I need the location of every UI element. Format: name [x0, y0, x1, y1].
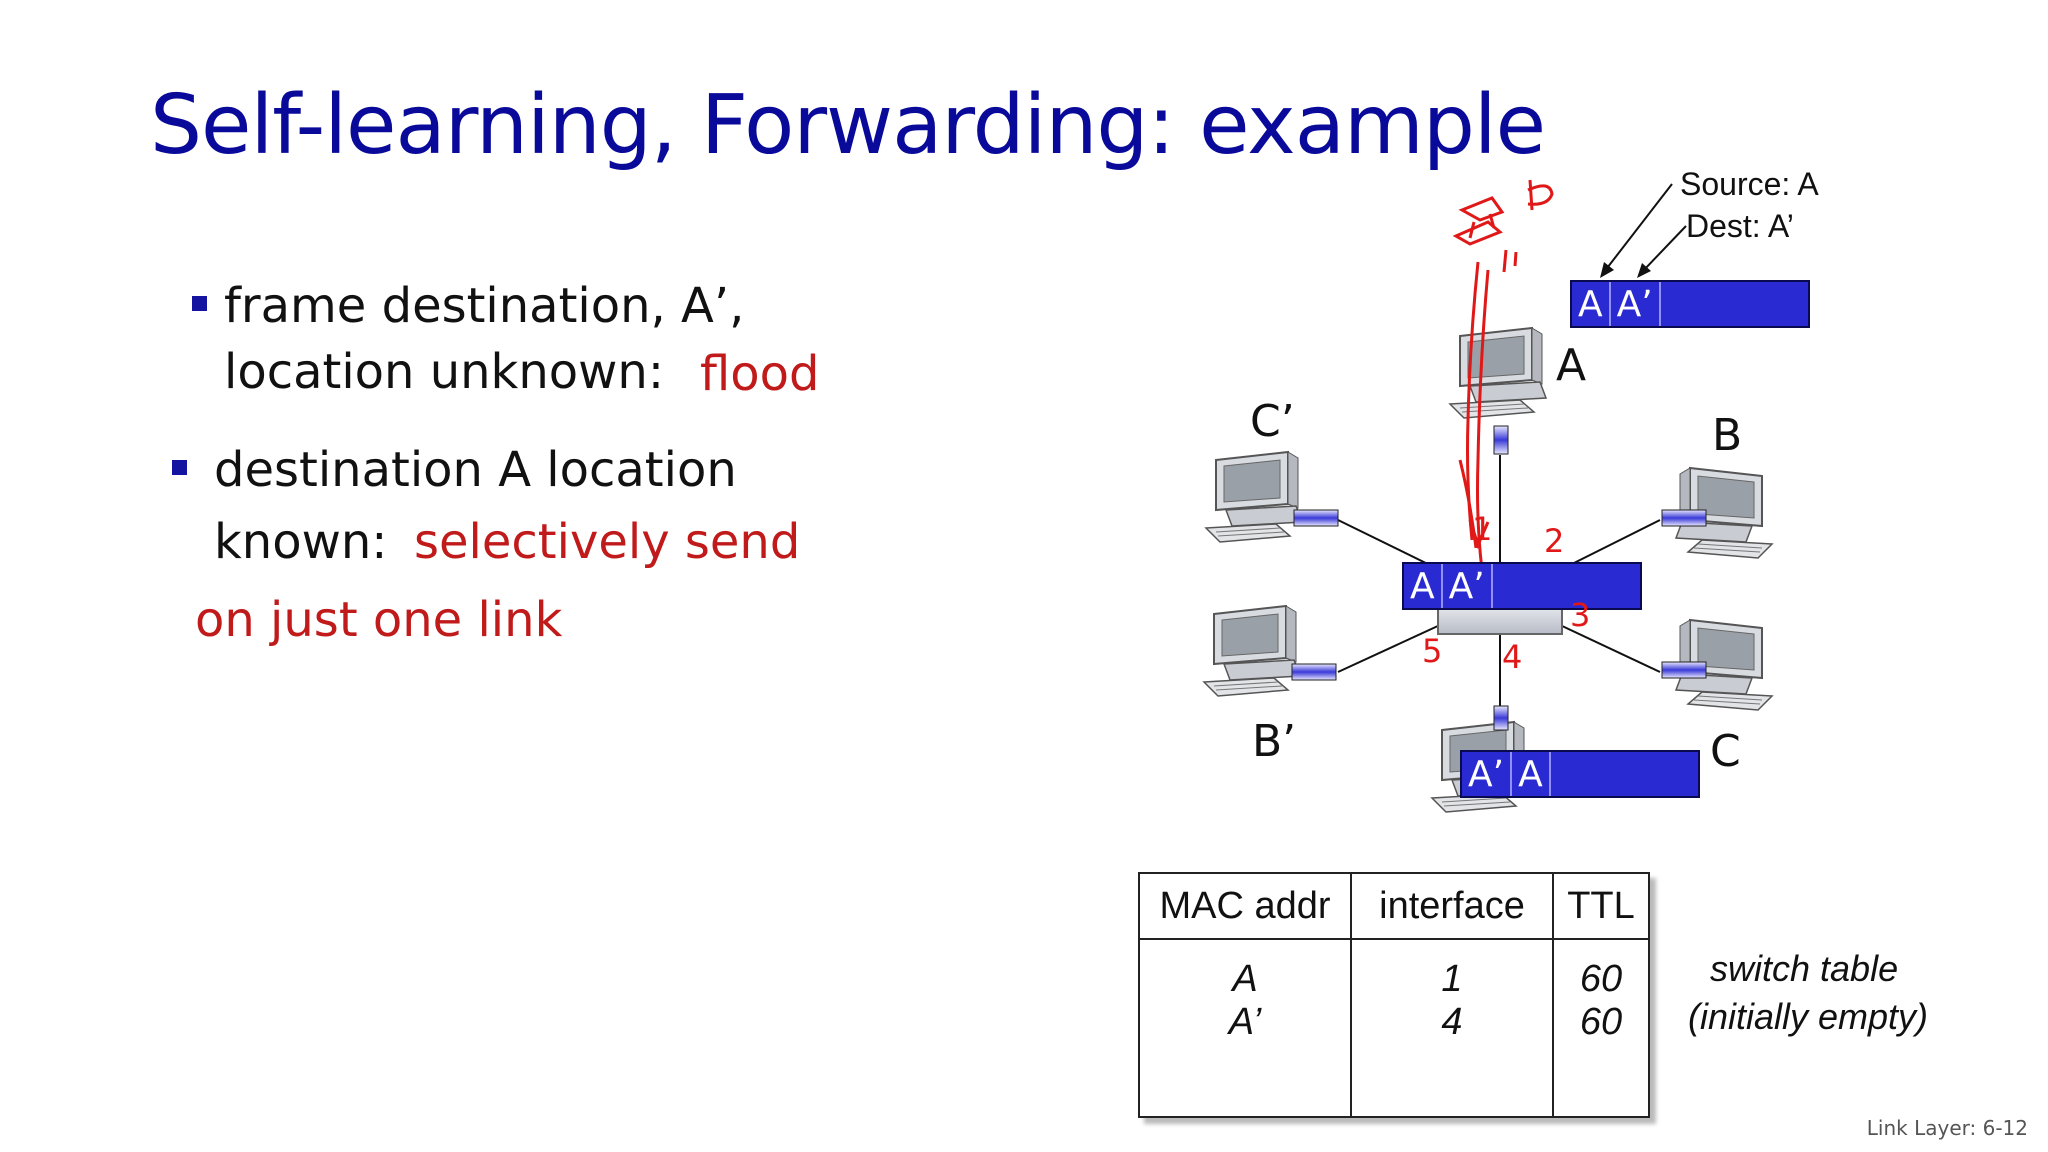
frame-top-dst: A’ — [1611, 282, 1661, 326]
bullet-square-icon — [172, 460, 187, 475]
frame-switch-dst: A’ — [1443, 564, 1493, 608]
table-cell-interface: 1 — [1441, 958, 1463, 1000]
table-col-mac: A A’ — [1138, 938, 1352, 1118]
frame-at-switch: A A’ — [1402, 562, 1642, 610]
table-header-mac: MAC addr — [1138, 872, 1352, 940]
frame-top: A A’ — [1570, 280, 1810, 328]
bullet-2-line-1: destination A location — [214, 442, 737, 498]
host-label-a: A — [1556, 340, 1587, 391]
table-col-ttl: 60 60 — [1552, 938, 1650, 1118]
host-b-prime-computer-icon — [1203, 605, 1301, 697]
switch-table-caption-line-2: (initially empty) — [1688, 996, 1929, 1037]
frame-bottom-second: A — [1512, 752, 1551, 796]
port-4-label: 4 — [1502, 638, 1523, 676]
port-3-label: 3 — [1570, 596, 1591, 634]
annotation-source: Source: A — [1680, 166, 1819, 202]
table-cell-mac: A — [1232, 958, 1258, 1000]
frame-switch-src: A — [1404, 564, 1443, 608]
table-cell-interface: 4 — [1441, 1001, 1463, 1043]
slide-footer: Link Layer: 6-12 — [1866, 1116, 2028, 1140]
bullet-1-line-2: location unknown: — [224, 344, 664, 400]
table-cell-ttl: 60 — [1579, 1001, 1623, 1043]
frame-bottom: A’ A — [1460, 750, 1700, 798]
port-2-label: 2 — [1544, 522, 1565, 560]
table-cell-ttl: 60 — [1579, 958, 1623, 1000]
table-header-interface: interface — [1350, 872, 1554, 940]
slide-title: Self-learning, Forwarding: example — [150, 78, 1546, 173]
annotation-dest: Dest: A’ — [1686, 208, 1794, 244]
table-cell-mac: A’ — [1228, 1001, 1262, 1043]
host-label-c: C — [1710, 726, 1741, 777]
link-b — [1559, 519, 1661, 571]
port-5-label: 5 — [1422, 632, 1443, 670]
bullet-1-line-1: frame destination, A’, — [224, 278, 745, 334]
link-b-prime — [1337, 624, 1441, 673]
frame-bottom-first: A’ — [1462, 752, 1513, 796]
bullet-square-icon — [192, 296, 207, 311]
bullet-2-extra: on just one link — [195, 592, 563, 648]
table-col-interface: 1 4 — [1350, 938, 1554, 1118]
frame-top-src: A — [1572, 282, 1611, 326]
host-a-computer-icon — [1449, 327, 1547, 419]
switch-table-caption-line-1: switch table — [1710, 948, 1899, 989]
host-label-b-prime: B’ — [1252, 716, 1297, 767]
handwritten-ink-annotation — [1452, 179, 1554, 571]
host-c-prime-computer-icon — [1205, 451, 1303, 543]
table-header-ttl: TTL — [1552, 872, 1650, 940]
link-c-prime — [1337, 519, 1441, 571]
bullet-1-emphasis: flood — [700, 346, 820, 402]
host-label-b: B — [1712, 410, 1743, 461]
port-1-label: 1 — [1472, 510, 1493, 548]
host-label-c-prime: C’ — [1250, 396, 1295, 447]
bullet-2-line-2: known: — [214, 514, 388, 570]
link-c — [1559, 624, 1661, 673]
bullet-2-emphasis: selectively send — [414, 514, 801, 570]
switch-table: MAC addr interface TTL A A’ 1 4 60 60 — [1138, 872, 1650, 1118]
